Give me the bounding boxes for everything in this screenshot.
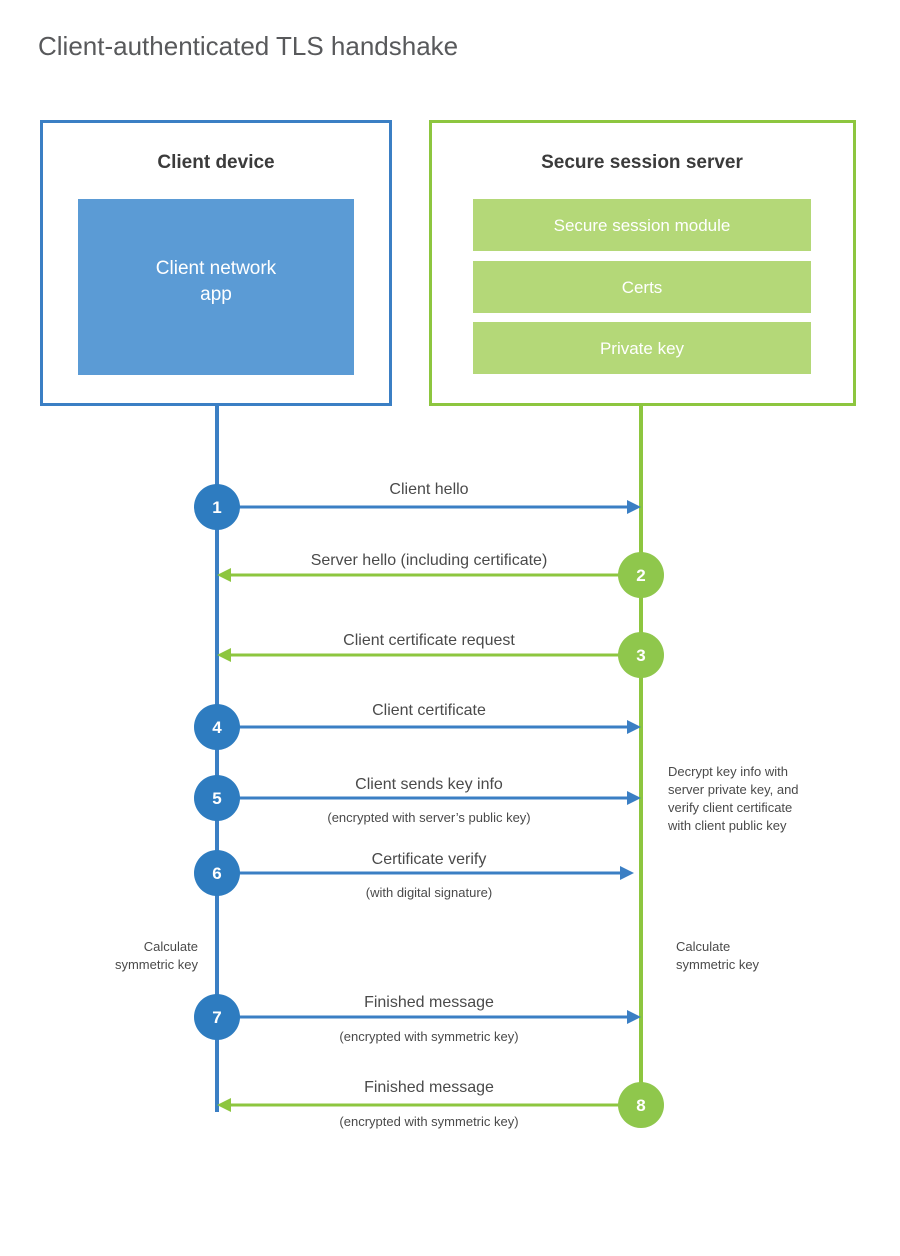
step-8-label: Finished message <box>364 1079 494 1096</box>
step-8-number-circle <box>618 1082 664 1128</box>
step-8-sublabel: (encrypted with symmetric key) <box>339 1114 518 1129</box>
step-6-sublabel: (with digital signature) <box>366 885 492 900</box>
client-device-box: Client device Client network app <box>40 120 392 406</box>
server-module-block-2 <box>473 322 811 374</box>
step-7-sublabel: (encrypted with symmetric key) <box>339 1029 518 1044</box>
client-device-title: Client device <box>157 152 274 173</box>
client-network-app-label-line1: Client network <box>156 258 277 279</box>
step-2-label: Server hello (including certificate) <box>311 552 548 569</box>
page-title: Client-authenticated TLS handshake <box>38 31 458 61</box>
step-2-number-circle <box>618 552 664 598</box>
client-note-line1: Calculate <box>144 939 198 954</box>
server-decrypt-note-line-2: verify client certificate <box>668 800 792 815</box>
step-7-arrowhead-icon <box>627 1010 641 1024</box>
step-6-label: Certificate verify <box>372 851 487 868</box>
step-7-group: Finished message (encrypted with symmetr… <box>194 994 641 1044</box>
server-calculate-symmetric-key-note: Calculate symmetric key <box>676 939 760 972</box>
step-5-group: Client sends key info (encrypted with se… <box>194 775 641 825</box>
step-8-group: Finished message (encrypted with symmetr… <box>217 1079 664 1129</box>
step-7-number: 7 <box>212 1008 221 1027</box>
server-module-label-1: Certs <box>622 278 663 297</box>
step-2-arrowhead-icon <box>217 568 231 582</box>
server-module-label-0: Secure session module <box>554 216 731 235</box>
step-3-label: Client certificate request <box>343 632 515 649</box>
server-note-line2: symmetric key <box>676 957 760 972</box>
step-8-number: 8 <box>636 1096 645 1115</box>
secure-session-server-box: Secure session server Secure session mod… <box>429 120 856 406</box>
step-2-number: 2 <box>636 566 645 585</box>
step-6-number: 6 <box>212 864 221 883</box>
step-4-arrowhead-icon <box>627 720 641 734</box>
server-note-line1: Calculate <box>676 939 730 954</box>
step-3-arrowhead-icon <box>217 648 231 662</box>
step-3-number-circle <box>618 632 664 678</box>
server-decrypt-verify-note: Decrypt key info with server private key… <box>667 764 799 833</box>
client-calculate-symmetric-key-note: Calculate symmetric key <box>115 939 199 972</box>
server-decrypt-note-line-0: Decrypt key info with <box>668 764 788 779</box>
step-3-group: Client certificate request 3 <box>217 632 664 678</box>
step-5-sublabel: (encrypted with server’s public key) <box>327 810 530 825</box>
server-decrypt-note-line-1: server private key, and <box>668 782 799 797</box>
step-5-number: 5 <box>212 789 221 808</box>
server-module-block-1 <box>473 261 811 313</box>
step-1-group: Client hello 1 <box>194 481 641 530</box>
step-3-number: 3 <box>636 646 645 665</box>
step-4-number-circle <box>194 704 240 750</box>
client-network-app-block <box>78 199 354 375</box>
step-6-arrowhead-icon <box>620 866 634 880</box>
step-2-group: Server hello (including certificate) 2 <box>217 552 664 598</box>
step-5-arrowhead-icon <box>627 791 641 805</box>
client-network-app-label-line2: app <box>200 284 232 305</box>
step-5-number-circle <box>194 775 240 821</box>
step-7-label: Finished message <box>364 994 494 1011</box>
step-4-group: Client certificate 4 <box>194 702 641 750</box>
server-module-block-0 <box>473 199 811 251</box>
step-8-arrowhead-icon <box>217 1098 231 1112</box>
step-7-number-circle <box>194 994 240 1040</box>
server-decrypt-note-line-3: with client public key <box>667 818 787 833</box>
secure-session-server-title: Secure session server <box>541 152 743 173</box>
step-4-number: 4 <box>212 718 222 737</box>
step-5-label: Client sends key info <box>355 776 503 793</box>
step-6-number-circle <box>194 850 240 896</box>
step-1-number-circle <box>194 484 240 530</box>
step-4-label: Client certificate <box>372 702 486 719</box>
step-1-number: 1 <box>212 498 221 517</box>
step-1-label: Client hello <box>389 481 468 498</box>
step-6-group: Certificate verify (with digital signatu… <box>194 850 634 900</box>
server-module-label-2: Private key <box>600 339 685 358</box>
step-1-arrowhead-icon <box>627 500 641 514</box>
client-note-line2: symmetric key <box>115 957 199 972</box>
